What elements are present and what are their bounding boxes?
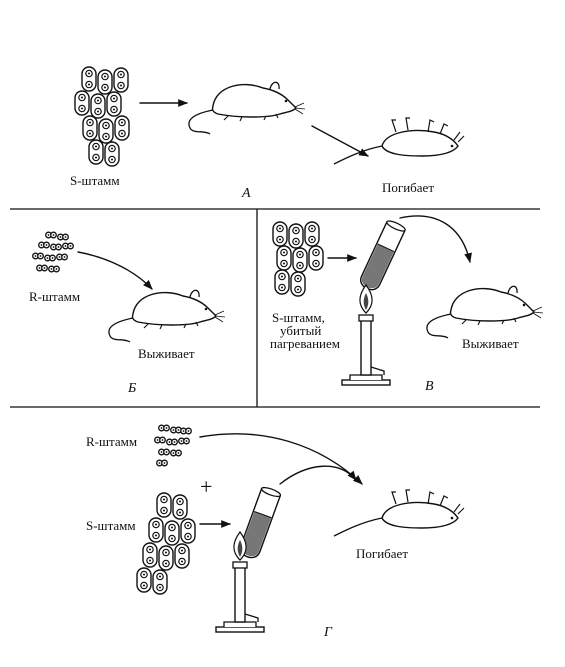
panel-a-letter: А [241, 186, 251, 201]
dead-mouse-a [333, 117, 465, 165]
live-mouse-a [188, 81, 306, 135]
arrow-d-r [199, 433, 363, 485]
panel-c-letter: В [425, 379, 434, 394]
panel-d-outcome: Погибает [356, 546, 408, 561]
panel-b-strain-label: R-штамм [29, 289, 80, 304]
plus-sign: + [200, 474, 212, 499]
arrow-c-2 [399, 215, 472, 263]
panel-c-strain-label-line2: убитый [280, 323, 321, 338]
panel-d-r-strain-label: R-штамм [86, 434, 137, 449]
panel-d-letter: Г [323, 625, 333, 640]
r-strain-cluster-b [32, 231, 74, 273]
arrow-b [77, 251, 153, 290]
r-strain-cluster-d [154, 424, 192, 467]
panel-a-strain-label: S-штамм [70, 173, 120, 188]
s-strain-cluster-c [272, 221, 324, 297]
panel-b-outcome: Выживает [138, 346, 195, 361]
panel-a-outcome: Погибает [382, 180, 434, 195]
panel-c-outcome: Выживает [462, 336, 519, 351]
panel-c-strain-label-line3: пагреванием [270, 336, 340, 351]
dead-mouse-d [333, 489, 465, 537]
test-tube-c [357, 218, 408, 294]
bunsen-burner-c [341, 284, 391, 386]
panel-d: R-штамм + S-штамм Погибает Г [86, 424, 465, 640]
arrow-d-tube [279, 465, 357, 485]
live-mouse-c [426, 285, 544, 339]
panel-c: S-штамм, убитый пагреванием Выживает В [270, 215, 544, 394]
panel-b-letter: Б [127, 381, 136, 396]
panel-a: S-штамм Погибает А [70, 66, 465, 201]
live-mouse-b [108, 289, 226, 343]
panel-b: R-штамм Выживает Б [29, 231, 226, 396]
panel-c-strain-label-line1: S-штамм, [272, 310, 325, 325]
arrow-a-2 [311, 125, 369, 157]
panel-d-s-strain-label: S-штамм [86, 518, 136, 533]
s-strain-cluster-d [136, 492, 196, 595]
s-strain-cluster-a [74, 66, 130, 167]
